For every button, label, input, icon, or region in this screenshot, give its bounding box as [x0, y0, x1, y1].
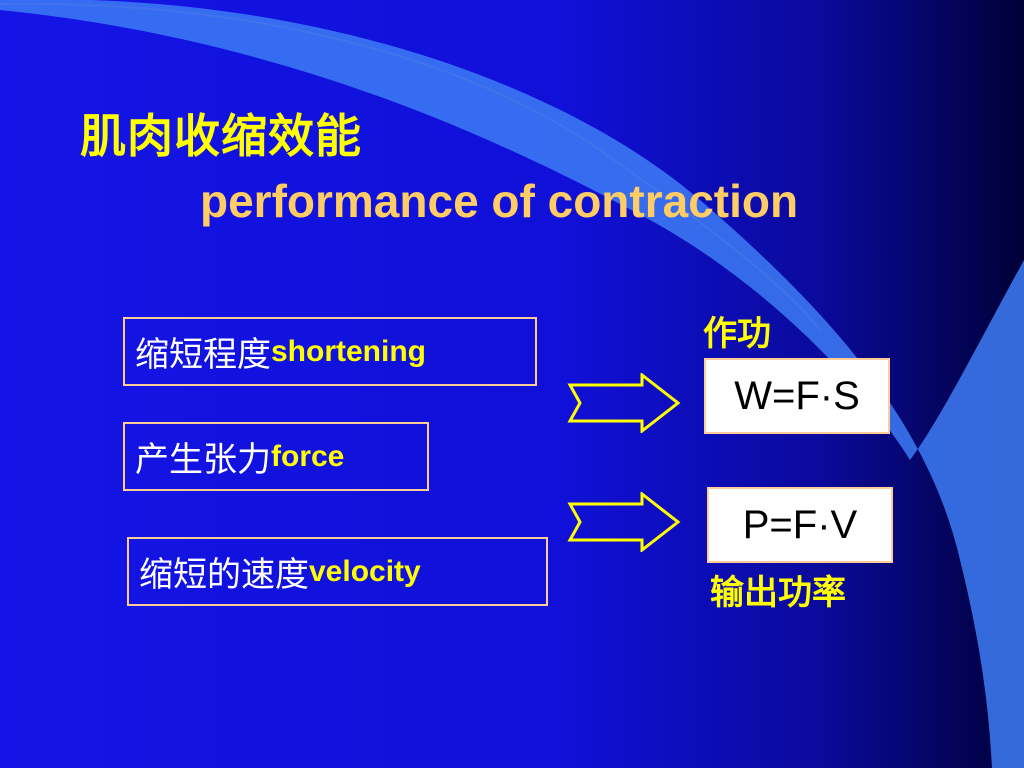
force-label-cn: 产生张力 — [135, 440, 271, 480]
work-formula: W=F·S — [704, 358, 890, 434]
shortening-box: 缩短程度 shortening — [123, 317, 537, 386]
velocity-box: 缩短的速度 velocity — [127, 537, 548, 606]
shortening-label-en: shortening — [271, 334, 426, 368]
power-label: 输出功率 — [710, 573, 846, 613]
velocity-label-cn: 缩短的速度 — [139, 555, 309, 595]
power-formula: P=F·V — [707, 487, 893, 563]
double-arrow-right-icon — [567, 373, 681, 433]
force-box: 产生张力 force — [123, 422, 429, 491]
title-chinese: 肌肉收缩效能 — [80, 109, 362, 163]
title-english: performance of contraction — [200, 175, 799, 227]
velocity-label-en: velocity — [309, 554, 421, 588]
force-label-en: force — [271, 439, 345, 473]
double-arrow-right-icon — [567, 492, 681, 552]
shortening-label-cn: 缩短程度 — [135, 335, 271, 375]
work-label: 作功 — [703, 314, 771, 354]
